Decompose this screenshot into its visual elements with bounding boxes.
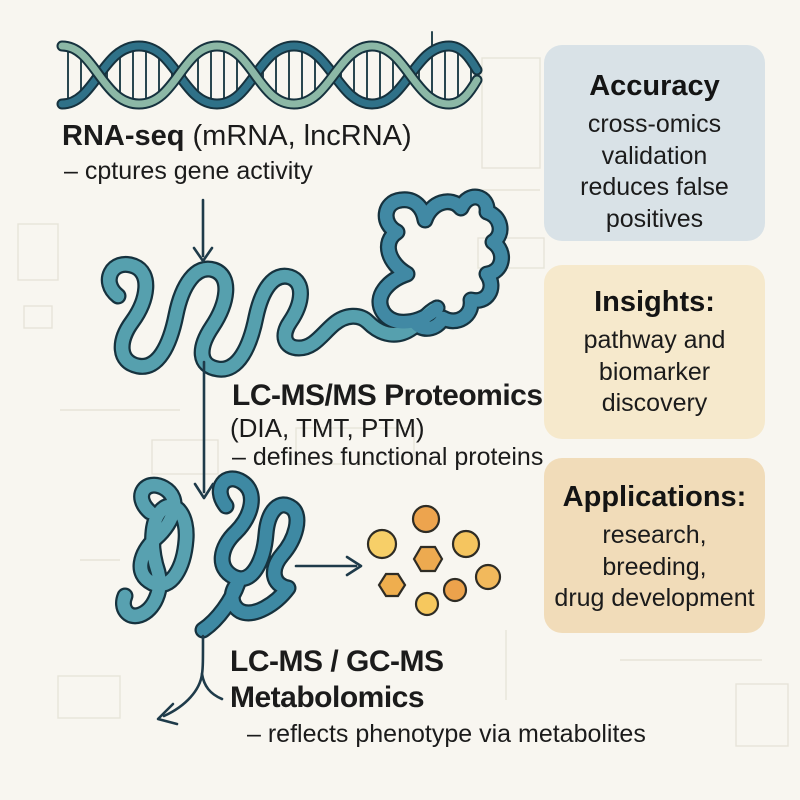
- proteomics-methods: (DIA, TMT, PTM): [230, 413, 425, 443]
- metabolomics-description: – reflects phenotype via metabolites: [247, 720, 646, 748]
- accuracy-card-line: reduces false: [580, 173, 729, 201]
- accuracy-card-line: cross-omics: [587, 110, 722, 138]
- rna-seq-name: RNA-seq: [62, 120, 185, 152]
- flow-arrows: [156, 198, 363, 726]
- accuracy-card: Accuracy cross-omics validation reduces …: [544, 45, 765, 241]
- applications-card-heading: Applications:: [562, 481, 747, 513]
- insights-card: Insights: pathway and biomarker discover…: [544, 265, 765, 439]
- rna-seq-label: RNA-seq (mRNA, lncRNA): [62, 120, 412, 153]
- accuracy-card-line: positives: [605, 204, 704, 233]
- applications-card: Applications: research, breeding, drug d…: [544, 458, 765, 633]
- accuracy-card-heading: Accuracy: [589, 70, 720, 102]
- rna-seq-detail: (mRNA, lncRNA): [184, 120, 412, 152]
- rna-seq-description: – cptures gene activity: [64, 157, 313, 185]
- insights-card-line: biomarker: [598, 357, 711, 386]
- proteomics-description: – defines functional proteins: [232, 443, 544, 471]
- curved-split-arrow-icon: [156, 634, 224, 726]
- protein-pair-icon: [115, 470, 306, 639]
- metabolomics-label-line1: LC-MS / GC-MS: [230, 645, 444, 678]
- metabolites-icon: [366, 504, 502, 617]
- dna-helix-icon: [56, 31, 483, 110]
- applications-card-line: breeding,: [602, 552, 707, 581]
- accuracy-card-line: validation: [601, 141, 708, 170]
- protein-ribbon-icon: [100, 188, 510, 378]
- proteomics-label: LC-MS/MS Proteomics: [232, 379, 543, 412]
- applications-card-line: research,: [602, 521, 707, 549]
- insights-card-line: discovery: [601, 389, 708, 417]
- right-arrow-icon: [294, 555, 363, 577]
- metabolomics-label-line2: Metabolomics: [230, 681, 425, 714]
- long-down-arrow-icon: [193, 360, 215, 500]
- insights-card-line: pathway and: [583, 326, 726, 354]
- down-arrow-icon: [192, 198, 214, 263]
- insights-card-heading: Insights:: [594, 286, 715, 318]
- applications-card-line: drug development: [554, 584, 755, 612]
